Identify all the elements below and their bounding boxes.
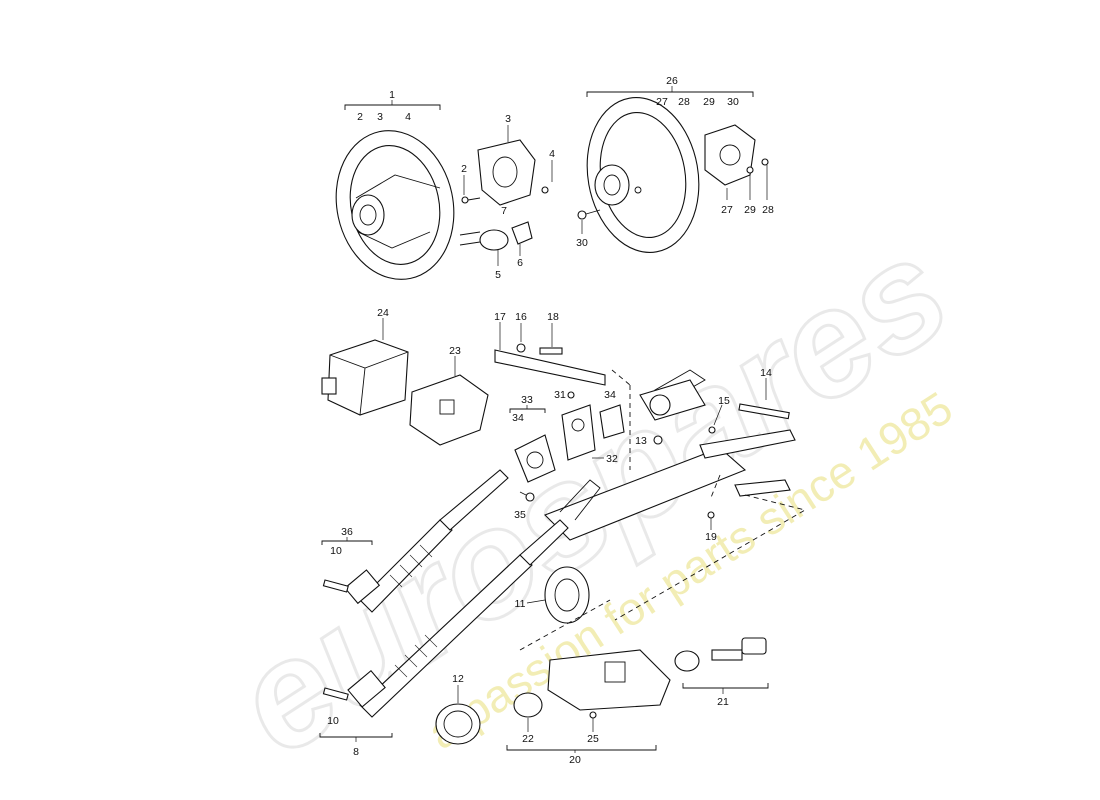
- bolt-18: [539, 323, 563, 355]
- callout-10-upper: 10: [330, 545, 342, 557]
- screw-4: [541, 160, 553, 194]
- screws-29-28: [746, 158, 769, 200]
- hub-plate-27: [704, 124, 756, 200]
- nut-16: [516, 323, 526, 353]
- callout-26: 26: [666, 75, 678, 87]
- bolt-10-lower: [322, 687, 349, 701]
- callout-36: 36: [341, 526, 353, 538]
- callout-10-lower: 10: [327, 715, 339, 727]
- shaft-upper: [699, 429, 796, 459]
- callout-31: 31: [554, 389, 566, 401]
- callout-4: 4: [549, 148, 555, 160]
- callout-5: 5: [495, 269, 501, 281]
- callout-35: 35: [514, 509, 526, 521]
- callout-27-header: 27: [656, 96, 668, 108]
- screw-30: [577, 209, 601, 234]
- callout-20: 20: [569, 754, 581, 766]
- callout-2-header: 2: [357, 111, 363, 123]
- screw-31: [567, 391, 575, 399]
- clip-5: [459, 229, 509, 266]
- callout-22: 22: [522, 733, 534, 745]
- screw-19: [707, 511, 715, 530]
- bolt-10-upper: [322, 579, 349, 593]
- lock-cylinder-21: [674, 637, 769, 694]
- screw-25: [589, 711, 597, 732]
- callout-28: 28: [762, 204, 774, 216]
- callout-3: 3: [505, 113, 511, 125]
- callout-13: 13: [635, 435, 647, 447]
- ring-6: [511, 221, 533, 256]
- switch-housing-33: [509, 405, 556, 483]
- callout-30-header: 30: [727, 96, 739, 108]
- column-tube: [544, 369, 747, 541]
- switch-22: [513, 692, 543, 732]
- assembly-guidelines: [519, 369, 807, 651]
- callout-32: 32: [606, 453, 618, 465]
- callout-25: 25: [587, 733, 599, 745]
- bushing-34: [599, 404, 625, 439]
- screw-15: [708, 404, 723, 434]
- steering-wheel-26: [586, 97, 700, 253]
- callout-11: 11: [515, 598, 526, 610]
- callout-group-36: [321, 537, 373, 545]
- callout-23: 23: [449, 345, 461, 357]
- callout-24: 24: [377, 307, 389, 319]
- callout-28-header: 28: [678, 96, 690, 108]
- callout-16: 16: [515, 311, 527, 323]
- callout-30: 30: [576, 237, 588, 249]
- bolt-35: [519, 491, 535, 502]
- callout-group-26: [586, 86, 754, 97]
- intermediate-shaft-lower: [347, 519, 569, 718]
- callout-12: 12: [452, 673, 464, 685]
- callout-6: 6: [517, 257, 523, 269]
- bracket-23: [409, 356, 489, 446]
- contact-unit-3: [477, 125, 536, 206]
- callout-19: 19: [705, 531, 717, 543]
- callout-34-right: 34: [604, 389, 616, 401]
- bracket-ear: [734, 479, 791, 497]
- screw-2: [461, 175, 481, 204]
- cap-12: [435, 685, 481, 745]
- callout-21: 21: [717, 696, 729, 708]
- callout-3-header: 3: [377, 111, 383, 123]
- callout-8: 8: [353, 746, 359, 758]
- intermediate-shaft-upper: [344, 469, 509, 613]
- bolt-14: [738, 378, 790, 420]
- clamp-32: [561, 404, 604, 461]
- callout-33: 33: [521, 394, 533, 406]
- support-17: [494, 322, 606, 386]
- callout-4-header: 4: [405, 111, 411, 123]
- callout-29-header: 29: [703, 96, 715, 108]
- callout-27: 27: [721, 204, 733, 216]
- callout-18: 18: [547, 311, 559, 323]
- callout-group-8: [319, 733, 393, 742]
- steering-wheel-1: [335, 130, 455, 280]
- callout-34-left: 34: [512, 412, 524, 424]
- callout-2: 2: [461, 163, 467, 175]
- callout-17: 17: [494, 311, 506, 323]
- callout-labels: 1 2 3 4 3 2 4 7 5 6 26 27 28 29 30 27 29…: [327, 75, 774, 766]
- ignition-switch-20: [506, 649, 671, 753]
- callout-group-1: [344, 100, 441, 110]
- callout-29: 29: [744, 204, 756, 216]
- callout-15: 15: [718, 395, 730, 407]
- callout-7: 7: [501, 205, 507, 217]
- callout-1: 1: [389, 89, 395, 101]
- callout-14: 14: [760, 367, 772, 379]
- nut-13: [653, 435, 663, 445]
- boot-11: [526, 566, 590, 624]
- control-unit-24: [321, 318, 409, 416]
